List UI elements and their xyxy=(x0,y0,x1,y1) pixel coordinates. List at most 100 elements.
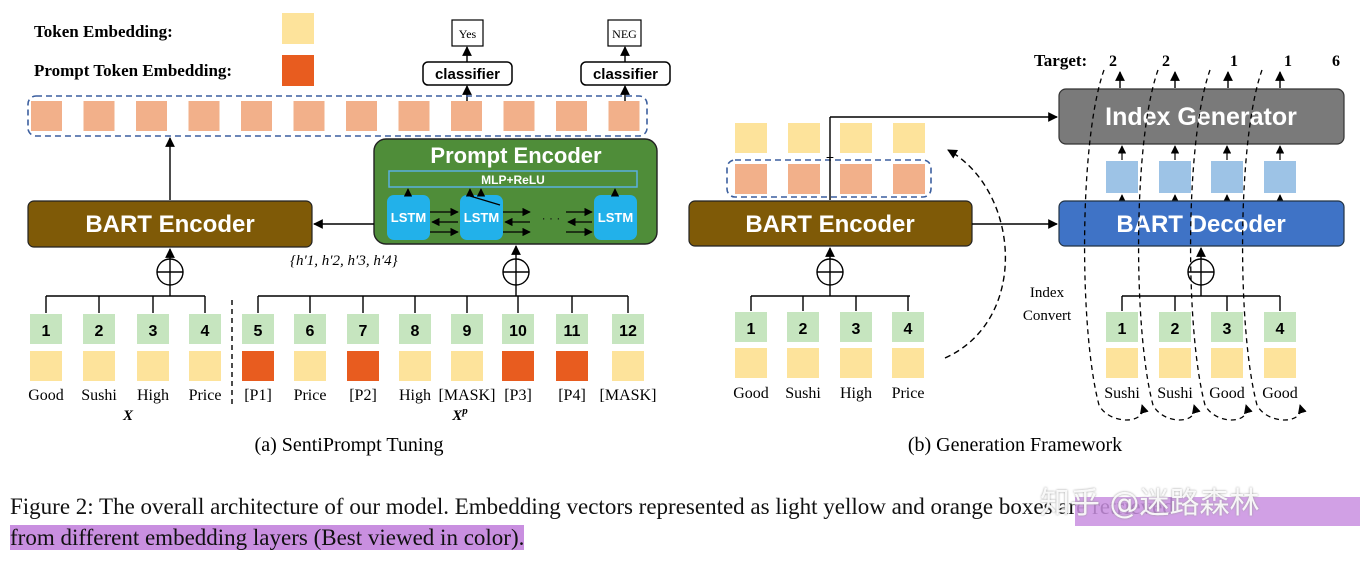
input-word: [MASK] xyxy=(439,387,496,404)
encoder-output-vector xyxy=(893,164,925,194)
decoder-output-vectors xyxy=(1106,145,1296,203)
position-index: 9 xyxy=(463,323,472,340)
position-embedding xyxy=(347,314,379,344)
position-embedding xyxy=(787,312,819,342)
encoded-vector xyxy=(398,101,430,131)
input-word: Good xyxy=(733,385,769,402)
legend-prompt-token-embedding-swatch xyxy=(282,55,314,86)
index-convert-loop xyxy=(1083,69,1149,421)
position-embedding xyxy=(612,314,644,344)
lstm-label-3: LSTM xyxy=(598,210,633,225)
position-index: 3 xyxy=(852,321,861,338)
prompt-encoder-box xyxy=(373,138,658,245)
lstm-cell-3 xyxy=(594,195,637,240)
position-index: 4 xyxy=(1276,321,1285,338)
figure-caption-line-2-text: from different embedding layers (Best vi… xyxy=(10,525,525,550)
position-index: 1 xyxy=(747,321,756,338)
input-connectors xyxy=(45,296,629,313)
position-index: 1 xyxy=(1118,321,1127,338)
decoder-output-vector xyxy=(1159,161,1191,193)
token-embedding-top xyxy=(893,123,925,153)
position-index: 10 xyxy=(509,323,527,340)
output-neg-box xyxy=(607,19,642,47)
caption-highlight xyxy=(1075,497,1360,526)
position-index: 2 xyxy=(1171,321,1180,338)
hidden-states-label: {h′1, h′2, h′3, h′4} xyxy=(290,253,398,269)
classifier-label-1: classifier xyxy=(435,66,500,83)
token-embedding xyxy=(189,351,221,381)
token-embedding xyxy=(30,351,62,381)
target-token: 2 xyxy=(1162,53,1170,70)
input-word: Sushi xyxy=(81,387,117,404)
position-embedding xyxy=(1211,312,1243,342)
position-index: 3 xyxy=(149,323,158,340)
position-embedding xyxy=(502,314,534,344)
legend-prompt-token-embedding-label: Prompt Token Embedding: xyxy=(34,61,232,80)
output-neg-label: NEG xyxy=(612,27,637,41)
encoder-output-vector xyxy=(788,164,820,194)
token-embedding xyxy=(1211,348,1243,378)
token-embedding-top xyxy=(840,123,872,153)
input-word: Price xyxy=(189,387,222,404)
encoded-vector xyxy=(241,101,272,131)
input-word: [MASK] xyxy=(600,387,657,404)
position-embedding xyxy=(137,314,169,344)
decoder-output-vector xyxy=(1264,161,1296,193)
position-index: 11 xyxy=(564,323,581,340)
figure-caption-line-2: from different embedding layers (Best vi… xyxy=(10,525,525,551)
bart-decoder-label: BART Decoder xyxy=(1116,211,1285,238)
index-generator-box xyxy=(1058,88,1345,145)
token-embedding xyxy=(1264,348,1296,378)
encoded-vector xyxy=(346,101,377,131)
index-convert-loop xyxy=(1137,69,1201,421)
position-embedding xyxy=(294,314,326,344)
position-embedding xyxy=(1159,312,1191,342)
encoded-vector xyxy=(31,101,62,131)
position-embedding xyxy=(242,314,274,344)
legend-token-embedding-label: Token Embedding: xyxy=(34,22,173,41)
input-tokens: 1Good2Sushi3High4Price5[P1]6Price7[P2]8H… xyxy=(28,314,656,404)
position-embedding xyxy=(735,312,767,342)
position-index: 1 xyxy=(42,323,51,340)
position-index: 8 xyxy=(411,323,420,340)
input-word: Sushi xyxy=(1104,385,1140,402)
token-embedding xyxy=(735,348,767,378)
input-tokens-b: 1Good2Sushi3High4Price1Sushi2Sushi3Good4… xyxy=(733,312,1298,402)
target-token: 2 xyxy=(1109,53,1117,70)
lstm-ellipsis: · · · xyxy=(542,211,561,225)
token-embedding xyxy=(83,351,115,381)
encoder-outputs-group xyxy=(726,159,932,198)
index-convert-loop xyxy=(1241,69,1307,421)
encoded-vector xyxy=(503,101,535,131)
encoded-vector xyxy=(188,101,220,131)
encoded-vectors-group xyxy=(27,95,648,137)
bart-decoder-box xyxy=(1058,200,1345,247)
position-embedding xyxy=(840,312,872,342)
encoded-vector xyxy=(293,101,325,131)
position-index: 12 xyxy=(619,323,637,340)
input-connectors-b xyxy=(750,296,1281,311)
position-index: 4 xyxy=(904,321,913,338)
input-word: [P3] xyxy=(504,387,532,404)
position-index: 6 xyxy=(306,323,315,340)
index-convert-loops xyxy=(1083,69,1307,421)
output-yes-box xyxy=(451,19,484,47)
token-embedding xyxy=(892,348,924,378)
panel-a-sentiprompt-tuning: Token Embedding: Prompt Token Embedding:… xyxy=(27,13,671,456)
prompt-encoder-title: Prompt Encoder xyxy=(430,143,602,168)
mlp-relu-label: MLP+ReLU xyxy=(481,173,545,187)
caption-b: (b) Generation Framework xyxy=(908,434,1122,456)
encoded-vector xyxy=(608,101,640,131)
position-index: 4 xyxy=(201,323,210,340)
encoded-vector xyxy=(83,101,115,131)
target-token: 1 xyxy=(1284,53,1292,70)
bart-encoder-box xyxy=(27,200,313,248)
position-index: 2 xyxy=(799,321,808,338)
token-embedding xyxy=(840,348,872,378)
target-token: 1 xyxy=(1230,53,1238,70)
input-word: Price xyxy=(294,387,327,404)
output-yes-label: Yes xyxy=(459,27,477,41)
bart-encoder-label: BART Encoder xyxy=(85,211,254,238)
